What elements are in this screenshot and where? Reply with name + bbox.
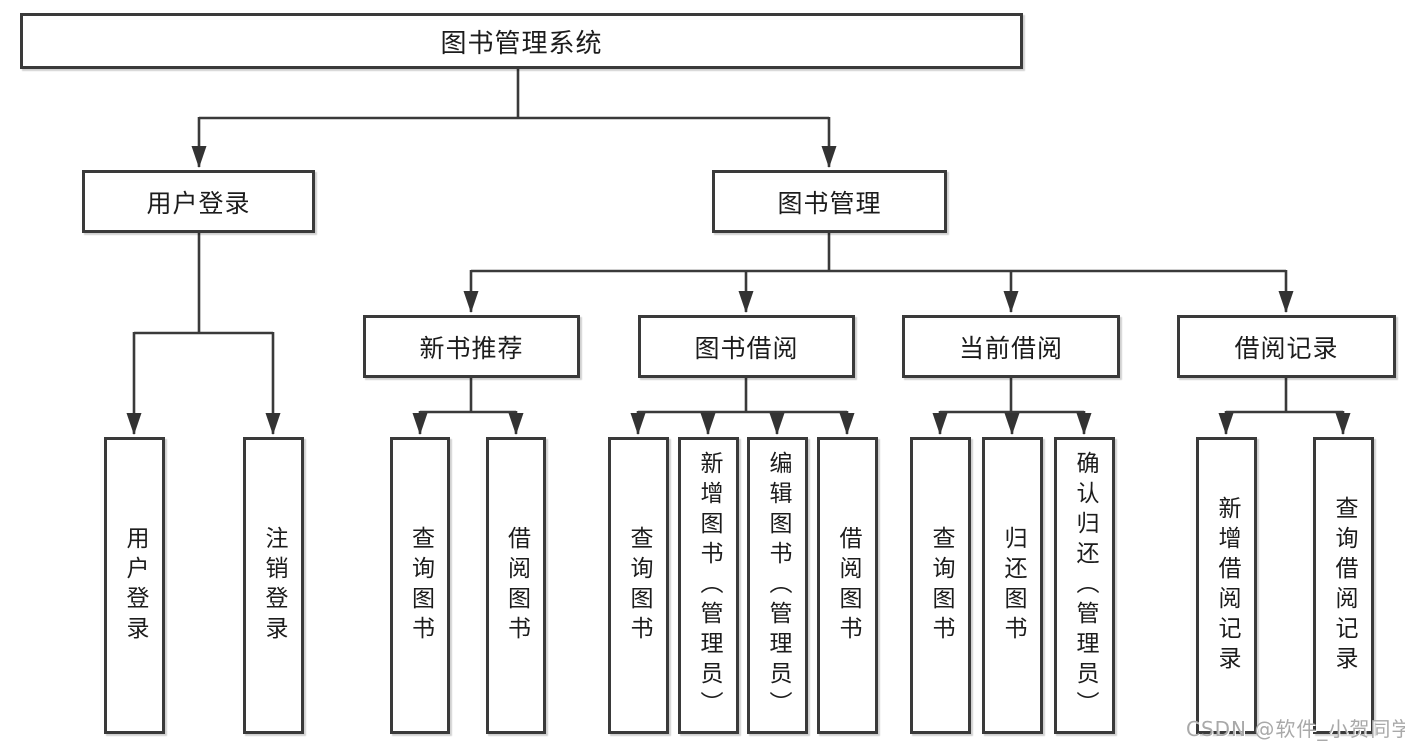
node-label: 图书管理系统 [440,28,603,59]
node-label: 新书推荐 [419,333,524,363]
node-label: 确认归还（管理员） [1072,450,1098,721]
leaf-confirm-return-admin: 确认归还（管理员） [1054,437,1115,734]
node-label: 图书管理 [777,188,882,218]
leaf-query-borrow-record: 查询借阅记录 [1313,437,1374,734]
leaf-borrow-books-borrowing: 借阅图书 [817,437,878,734]
node-library-system-root: 图书管理系统 [20,13,1023,69]
node-label: 查询图书 [928,525,954,646]
node-label: 查询借阅记录 [1331,495,1357,676]
node-label: 用户登录 [146,188,251,218]
node-label: 借阅图书 [503,525,530,646]
node-label: 归还图书 [1000,525,1026,646]
node-label: 新增借阅记录 [1214,495,1240,676]
node-current-borrowing: 当前借阅 [902,315,1120,378]
node-label: 借阅图书 [835,525,861,646]
node-label: 注销登录 [261,525,287,646]
node-book-management: 图书管理 [712,170,947,233]
leaf-user-login: 用户登录 [104,437,165,734]
node-label: 借阅记录 [1234,333,1339,363]
node-new-book-recommendation: 新书推荐 [363,315,580,378]
node-label: 查询图书 [407,525,434,646]
node-label: 用户登录 [122,525,148,646]
leaf-query-books-borrowing: 查询图书 [608,437,669,734]
leaf-add-borrow-record: 新增借阅记录 [1196,437,1257,734]
csdn-watermark: CSDN @软件_小贺同学 [1186,717,1405,741]
node-label: 编辑图书（管理员） [765,450,791,721]
leaf-query-books-recommend: 查询图书 [390,437,450,734]
node-borrowing-records: 借阅记录 [1177,315,1396,378]
node-label: 新增图书（管理员） [696,450,722,721]
leaf-query-books-current: 查询图书 [910,437,971,734]
leaf-borrow-books-recommend: 借阅图书 [486,437,546,734]
node-user-login: 用户登录 [82,170,315,233]
leaf-add-books-admin: 新增图书（管理员） [678,437,739,734]
node-book-borrowing: 图书借阅 [638,315,855,378]
node-label: 图书借阅 [694,333,799,363]
node-label: 查询图书 [626,525,652,646]
leaf-edit-books-admin: 编辑图书（管理员） [747,437,808,734]
leaf-return-books: 归还图书 [982,437,1043,734]
node-label: 当前借阅 [958,333,1063,363]
leaf-logout: 注销登录 [243,437,304,734]
